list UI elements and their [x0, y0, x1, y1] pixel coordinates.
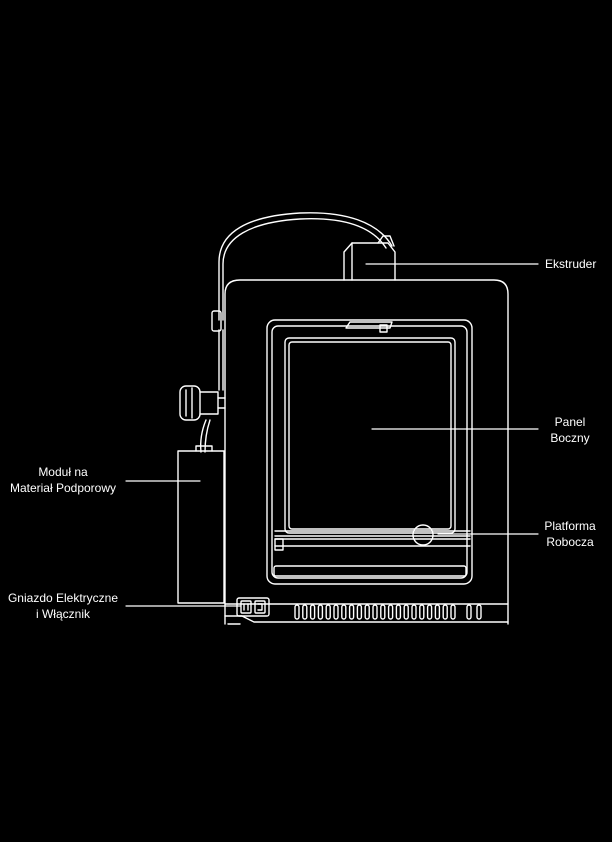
- vent-slot: [364, 604, 370, 620]
- label-platform-line-1: Platforma: [544, 519, 596, 533]
- vent-slot: [395, 604, 402, 620]
- vent-slot: [426, 604, 433, 620]
- label-support-module: Moduł na Materiał Podporowy: [4, 464, 122, 496]
- label-power-line-2: i Włącznik: [35, 607, 90, 621]
- spool-knob: [179, 385, 226, 421]
- vent-slot: [309, 604, 316, 620]
- vent-slot: [348, 604, 355, 620]
- vent-slot: [356, 604, 363, 620]
- vent-slot: [434, 604, 441, 620]
- ventilation-slots: [294, 604, 482, 620]
- vent-slot: [317, 604, 324, 620]
- label-platform-line-2: Robocza: [546, 535, 594, 549]
- label-side-panel-line-1: Panel: [554, 415, 586, 429]
- vent-slot: [419, 604, 425, 620]
- vent-slot: [403, 604, 409, 620]
- power-socket: [236, 597, 270, 617]
- window-frame: [266, 319, 473, 585]
- vent-slot: [476, 604, 482, 620]
- tube-clip: [211, 310, 222, 332]
- support-material-module: [177, 450, 225, 604]
- label-platform: Platforma Robocza: [538, 518, 602, 550]
- vent-slot: [294, 604, 300, 620]
- vent-slot: [302, 604, 308, 620]
- vent-slot: [341, 604, 347, 620]
- vent-slot: [325, 604, 331, 620]
- support-module-top: [195, 445, 213, 452]
- window-shelf: [273, 565, 467, 577]
- label-extruder-text: Ekstruder: [545, 257, 597, 271]
- extruder-head: [343, 235, 396, 281]
- vent-slot: [380, 604, 386, 620]
- vent-slot: [333, 604, 339, 620]
- label-side-panel: Panel Boczny: [538, 414, 602, 446]
- side-panel: [284, 337, 456, 534]
- vent-slot: [372, 604, 378, 620]
- vent-slot: [411, 604, 417, 620]
- build-platform: [274, 524, 471, 551]
- nozzle-bracket: [345, 321, 393, 333]
- label-support-module-line-1: Moduł na: [38, 465, 88, 479]
- label-extruder: Ekstruder: [545, 256, 596, 272]
- vent-slot: [442, 604, 448, 620]
- printer-body: [224, 279, 509, 625]
- label-side-panel-line-2: Boczny: [550, 431, 590, 445]
- leader-lines: [125, 263, 539, 607]
- label-power: Gniazdo Elektryczne i Włącznik: [4, 590, 122, 622]
- vent-slot: [387, 604, 394, 620]
- label-power-line-1: Gniazdo Elektryczne: [7, 591, 119, 605]
- vent-slot: [450, 604, 456, 620]
- vent-slot: [466, 604, 472, 620]
- filament-tube: [199, 212, 393, 453]
- label-support-module-line-2: Materiał Podporowy: [9, 481, 117, 495]
